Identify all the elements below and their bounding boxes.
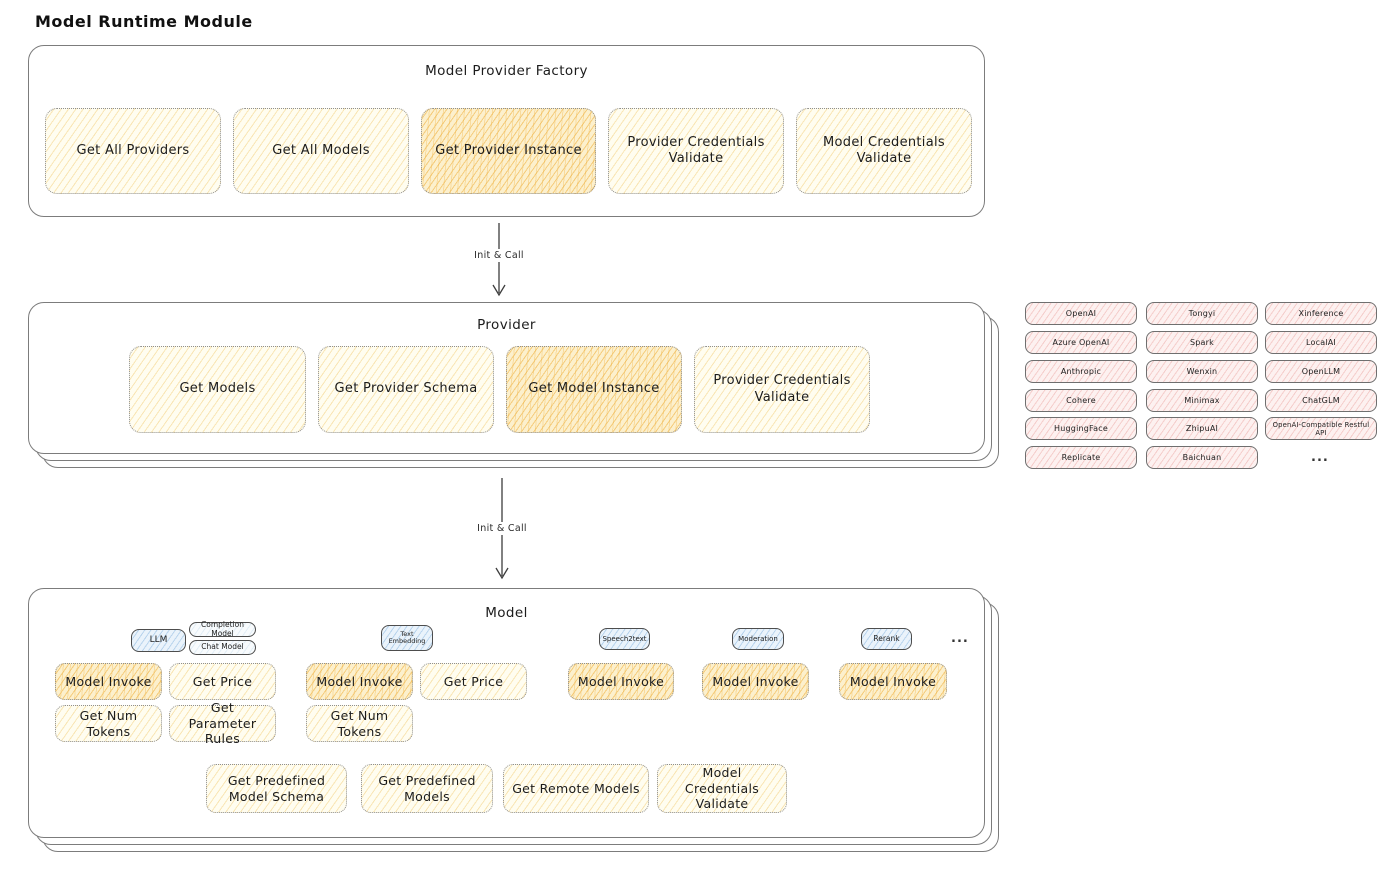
provider-chip-wenxin: Wenxin <box>1146 360 1258 383</box>
provider-button-get-models: Get Models <box>129 346 306 433</box>
model-types-more-ellipsis: ... <box>951 631 969 646</box>
provider-chip-openai: OpenAI <box>1025 302 1137 325</box>
model-type-chip-chat-model: Chat Model <box>189 640 256 655</box>
provider-chip-replicate: Replicate <box>1025 446 1137 469</box>
provider-chip-chatglm: ChatGLM <box>1265 389 1377 412</box>
model-button-rerank-model-invoke: Model Invoke <box>839 663 947 700</box>
init-call-arrow-1: Init & Call <box>470 223 528 297</box>
provider-button-provider-credentials-validate: Provider Credentials Validate <box>694 346 870 433</box>
model-button-llm-get-num-tokens: Get Num Tokens <box>55 705 162 742</box>
provider-chip-anthropic: Anthropic <box>1025 360 1137 383</box>
model-button-get-predefined-models: Get Predefined Models <box>361 764 493 813</box>
init-call-label-1: Init & Call <box>470 249 528 262</box>
model-box: Model LLM Completion Model Chat Model Te… <box>28 588 985 838</box>
factory-box-title: Model Provider Factory <box>425 63 588 79</box>
provider-box: Provider Get Models Get Provider Schema … <box>28 302 985 454</box>
provider-chip-baichuan: Baichuan <box>1146 446 1258 469</box>
provider-chip-tongyi: Tongyi <box>1146 302 1258 325</box>
provider-chip-xinference: Xinference <box>1265 302 1377 325</box>
model-button-model-credentials-validate: Model Credentials Validate <box>657 764 787 813</box>
provider-chip-spark: Spark <box>1146 331 1258 354</box>
provider-chip-zhipuai: ZhipuAI <box>1146 417 1258 440</box>
model-button-speech2text-model-invoke: Model Invoke <box>568 663 674 700</box>
model-type-chip-completion-model: Completion Model <box>189 620 256 637</box>
providers-more-ellipsis: ... <box>1311 450 1329 465</box>
provider-chip-openllm: OpenLLM <box>1265 360 1377 383</box>
model-button-llm-get-price: Get Price <box>169 663 276 700</box>
factory-button-get-provider-instance: Get Provider Instance <box>421 108 596 194</box>
model-button-embedding-model-invoke: Model Invoke <box>306 663 413 700</box>
factory-button-get-all-providers: Get All Providers <box>45 108 221 194</box>
provider-chip-minimax: Minimax <box>1146 389 1258 412</box>
model-provider-factory-box: Model Provider Factory Get All Providers… <box>28 45 985 217</box>
model-type-chip-speech2text: Speech2text <box>599 628 650 650</box>
model-type-chip-moderation: Moderation <box>732 628 784 650</box>
factory-button-model-credentials-validate: Model Credentials Validate <box>796 108 972 194</box>
factory-button-provider-credentials-validate: Provider Credentials Validate <box>608 108 784 194</box>
model-type-chip-rerank: Rerank <box>861 628 912 650</box>
provider-chip-localai: LocalAI <box>1265 331 1377 354</box>
model-type-chip-llm: LLM <box>131 629 186 652</box>
page-title: Model Runtime Module <box>35 12 253 31</box>
provider-box-title: Provider <box>477 317 536 333</box>
model-button-embedding-get-price: Get Price <box>420 663 527 700</box>
provider-chip-huggingface: HuggingFace <box>1025 417 1137 440</box>
provider-chip-cohere: Cohere <box>1025 389 1137 412</box>
model-button-llm-model-invoke: Model Invoke <box>55 663 162 700</box>
provider-chip-azure-openai: Azure OpenAI <box>1025 331 1137 354</box>
model-button-moderation-model-invoke: Model Invoke <box>702 663 809 700</box>
model-button-embedding-get-num-tokens: Get Num Tokens <box>306 705 413 742</box>
model-type-chip-text-embedding: Text Embedding <box>381 625 433 651</box>
model-box-title: Model <box>485 605 528 621</box>
model-button-get-remote-models: Get Remote Models <box>503 764 649 813</box>
provider-button-get-provider-schema: Get Provider Schema <box>318 346 494 433</box>
provider-chip-openai-compatible: OpenAI-Compatible Restful API <box>1265 417 1377 440</box>
init-call-label-2: Init & Call <box>473 522 531 535</box>
model-button-llm-get-parameter-rules: Get Parameter Rules <box>169 700 276 746</box>
factory-button-get-all-models: Get All Models <box>233 108 409 194</box>
model-button-get-predefined-model-schema: Get Predefined Model Schema <box>206 764 347 813</box>
init-call-arrow-2: Init & Call <box>473 478 531 580</box>
provider-button-get-model-instance: Get Model Instance <box>506 346 682 433</box>
